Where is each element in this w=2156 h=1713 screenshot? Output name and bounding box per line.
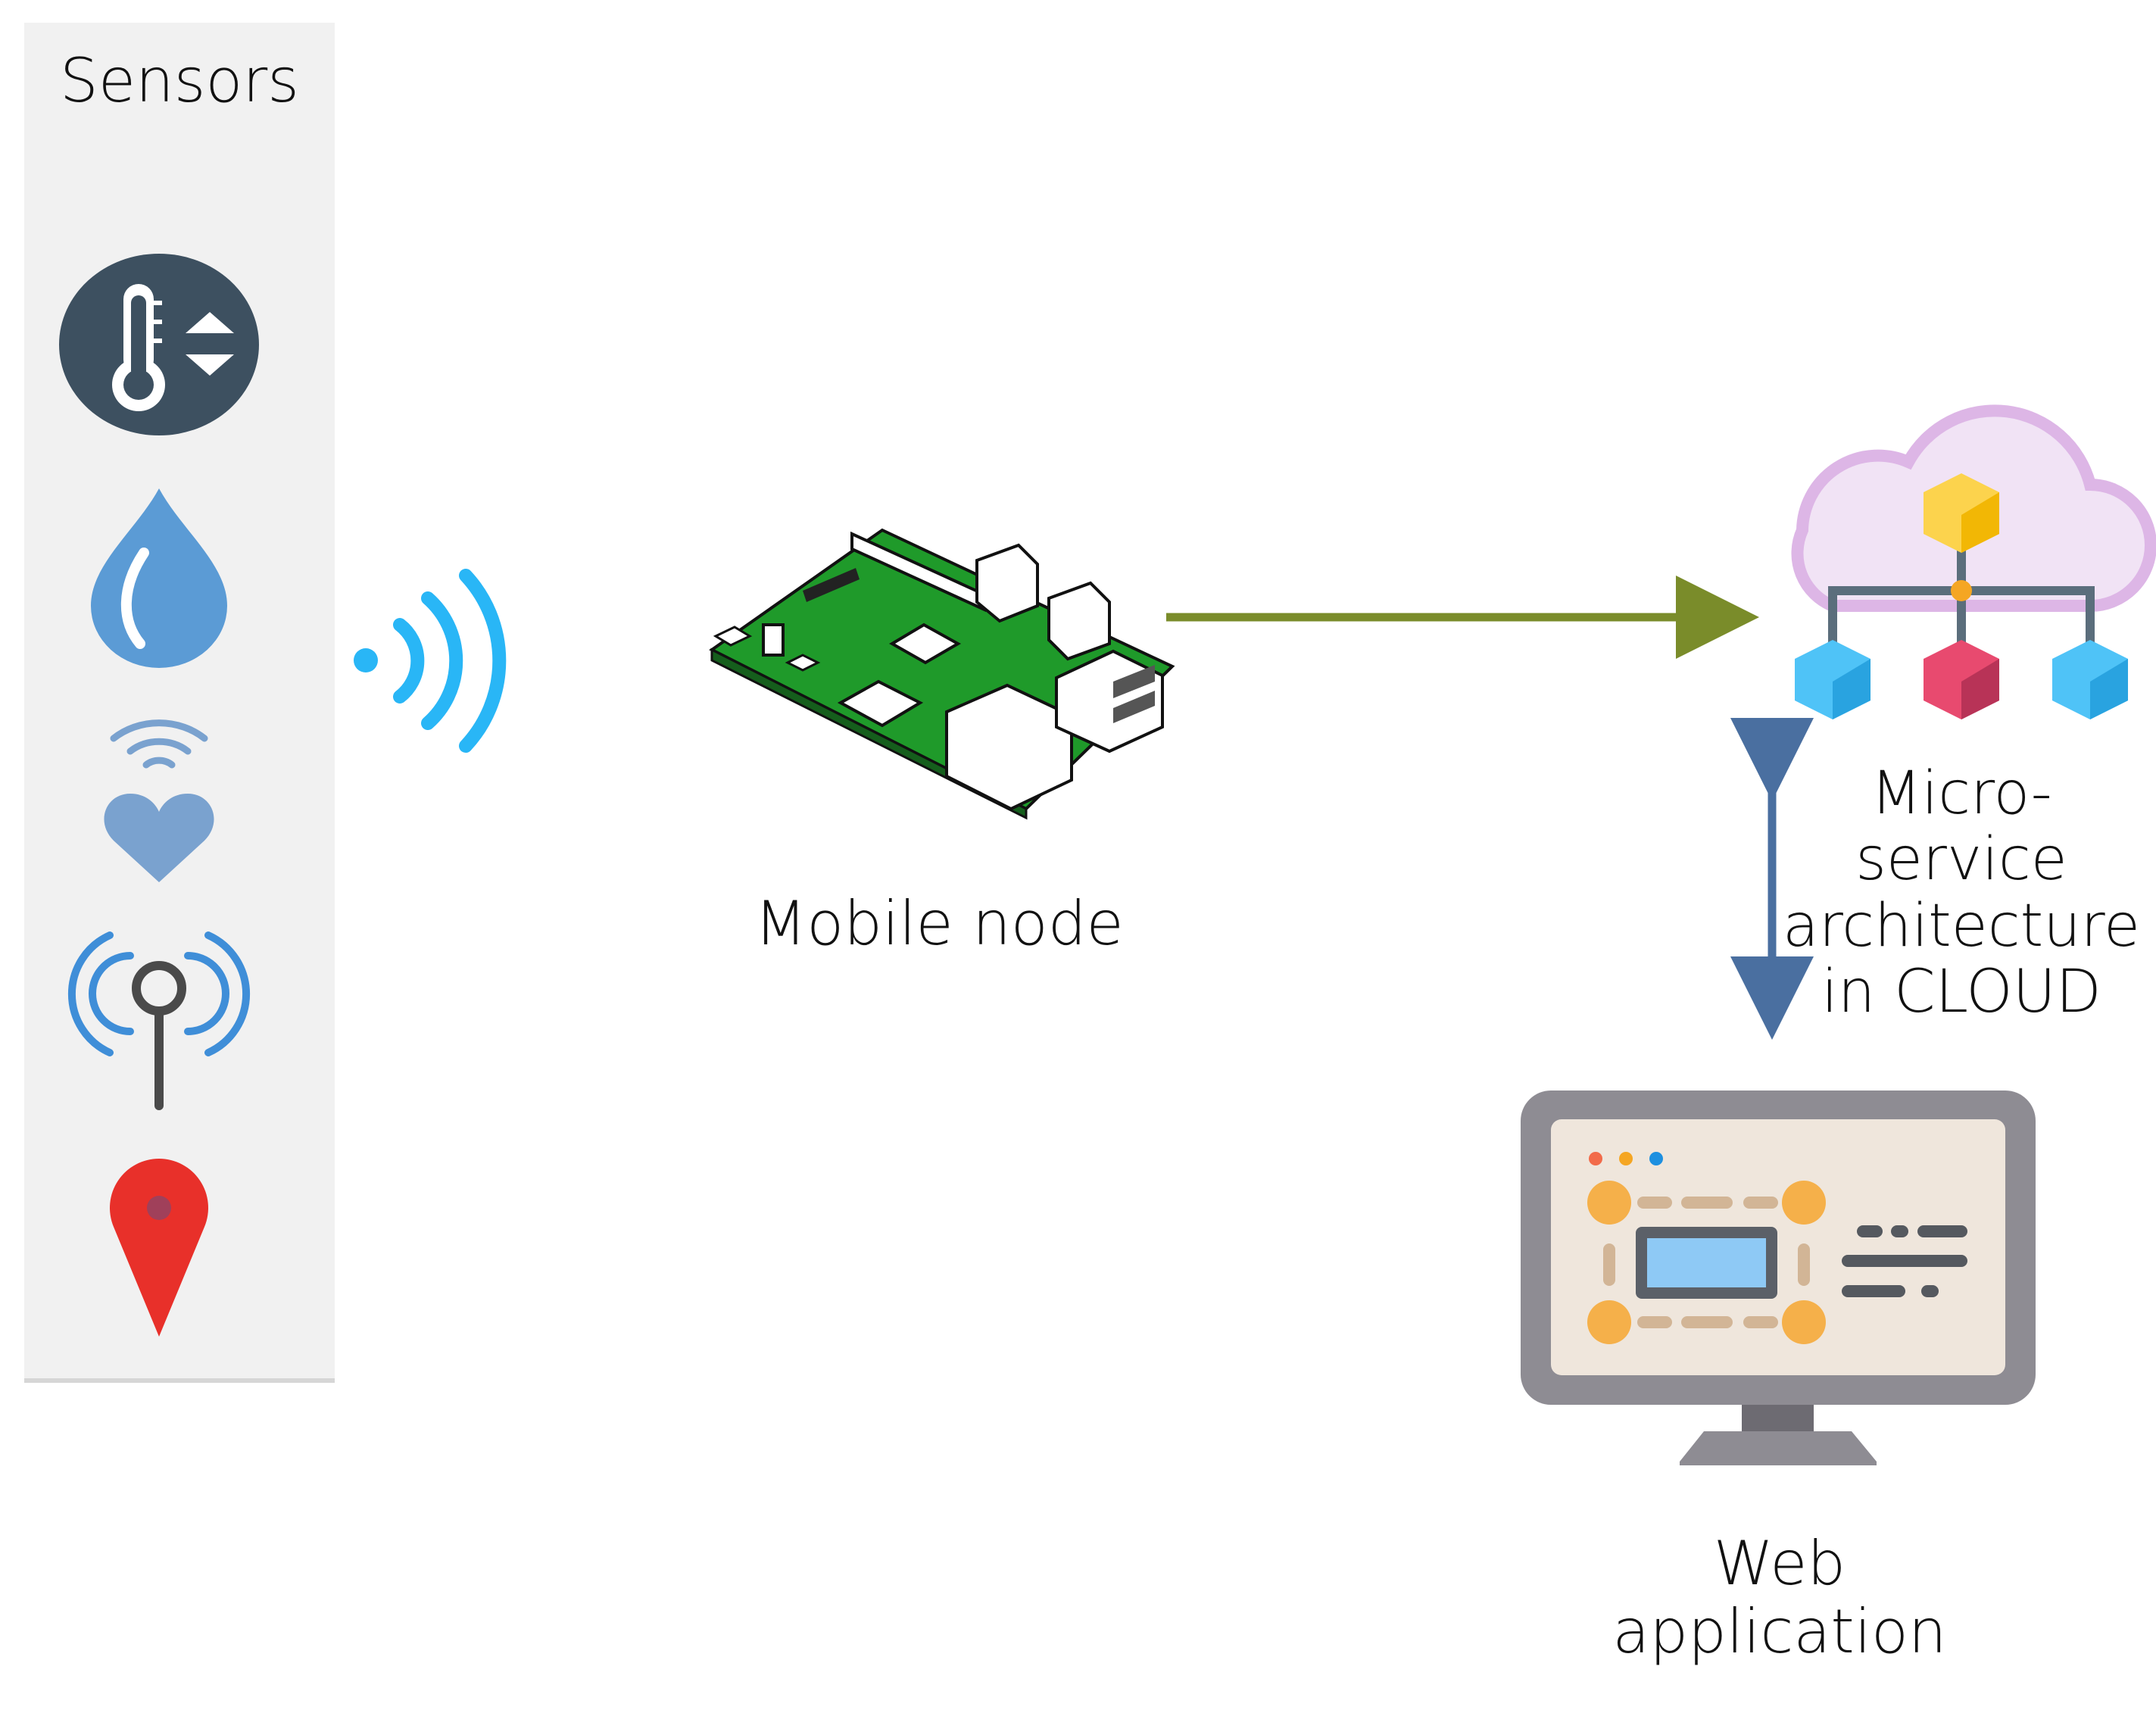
sensor-panel: Sensors [24,23,335,1383]
cloud-label-line-3: architecture [1783,891,2140,960]
wireless-signal-icon [354,569,507,753]
web-app-label-line-1: Web [1713,1528,1846,1599]
antenna-icon [67,931,251,1110]
monitor-dashboard-icon [1521,1091,2036,1465]
heart-rate-icon [104,719,214,882]
cloud-network-icon [1791,404,2156,719]
cloud-label: Micro- service architecture in CLOUD [1764,760,2156,1027]
location-pin-icon [110,1159,208,1337]
cloud-label-line-1: Micro- [1871,760,2052,828]
mobile-node-label: Mobile node [754,888,1124,959]
humidity-drop-icon [91,488,227,668]
web-app-label-line-2: application [1612,1596,1947,1667]
cloud-label-line-2: service [1855,825,2067,894]
cloud-label-line-4: in CLOUD [1821,958,2101,1027]
raspberry-pi-board-icon [709,528,1175,820]
thermometer-icon [59,254,259,435]
web-app-label: Web application [1545,1530,2014,1665]
sensors-title: Sensors [60,45,299,116]
